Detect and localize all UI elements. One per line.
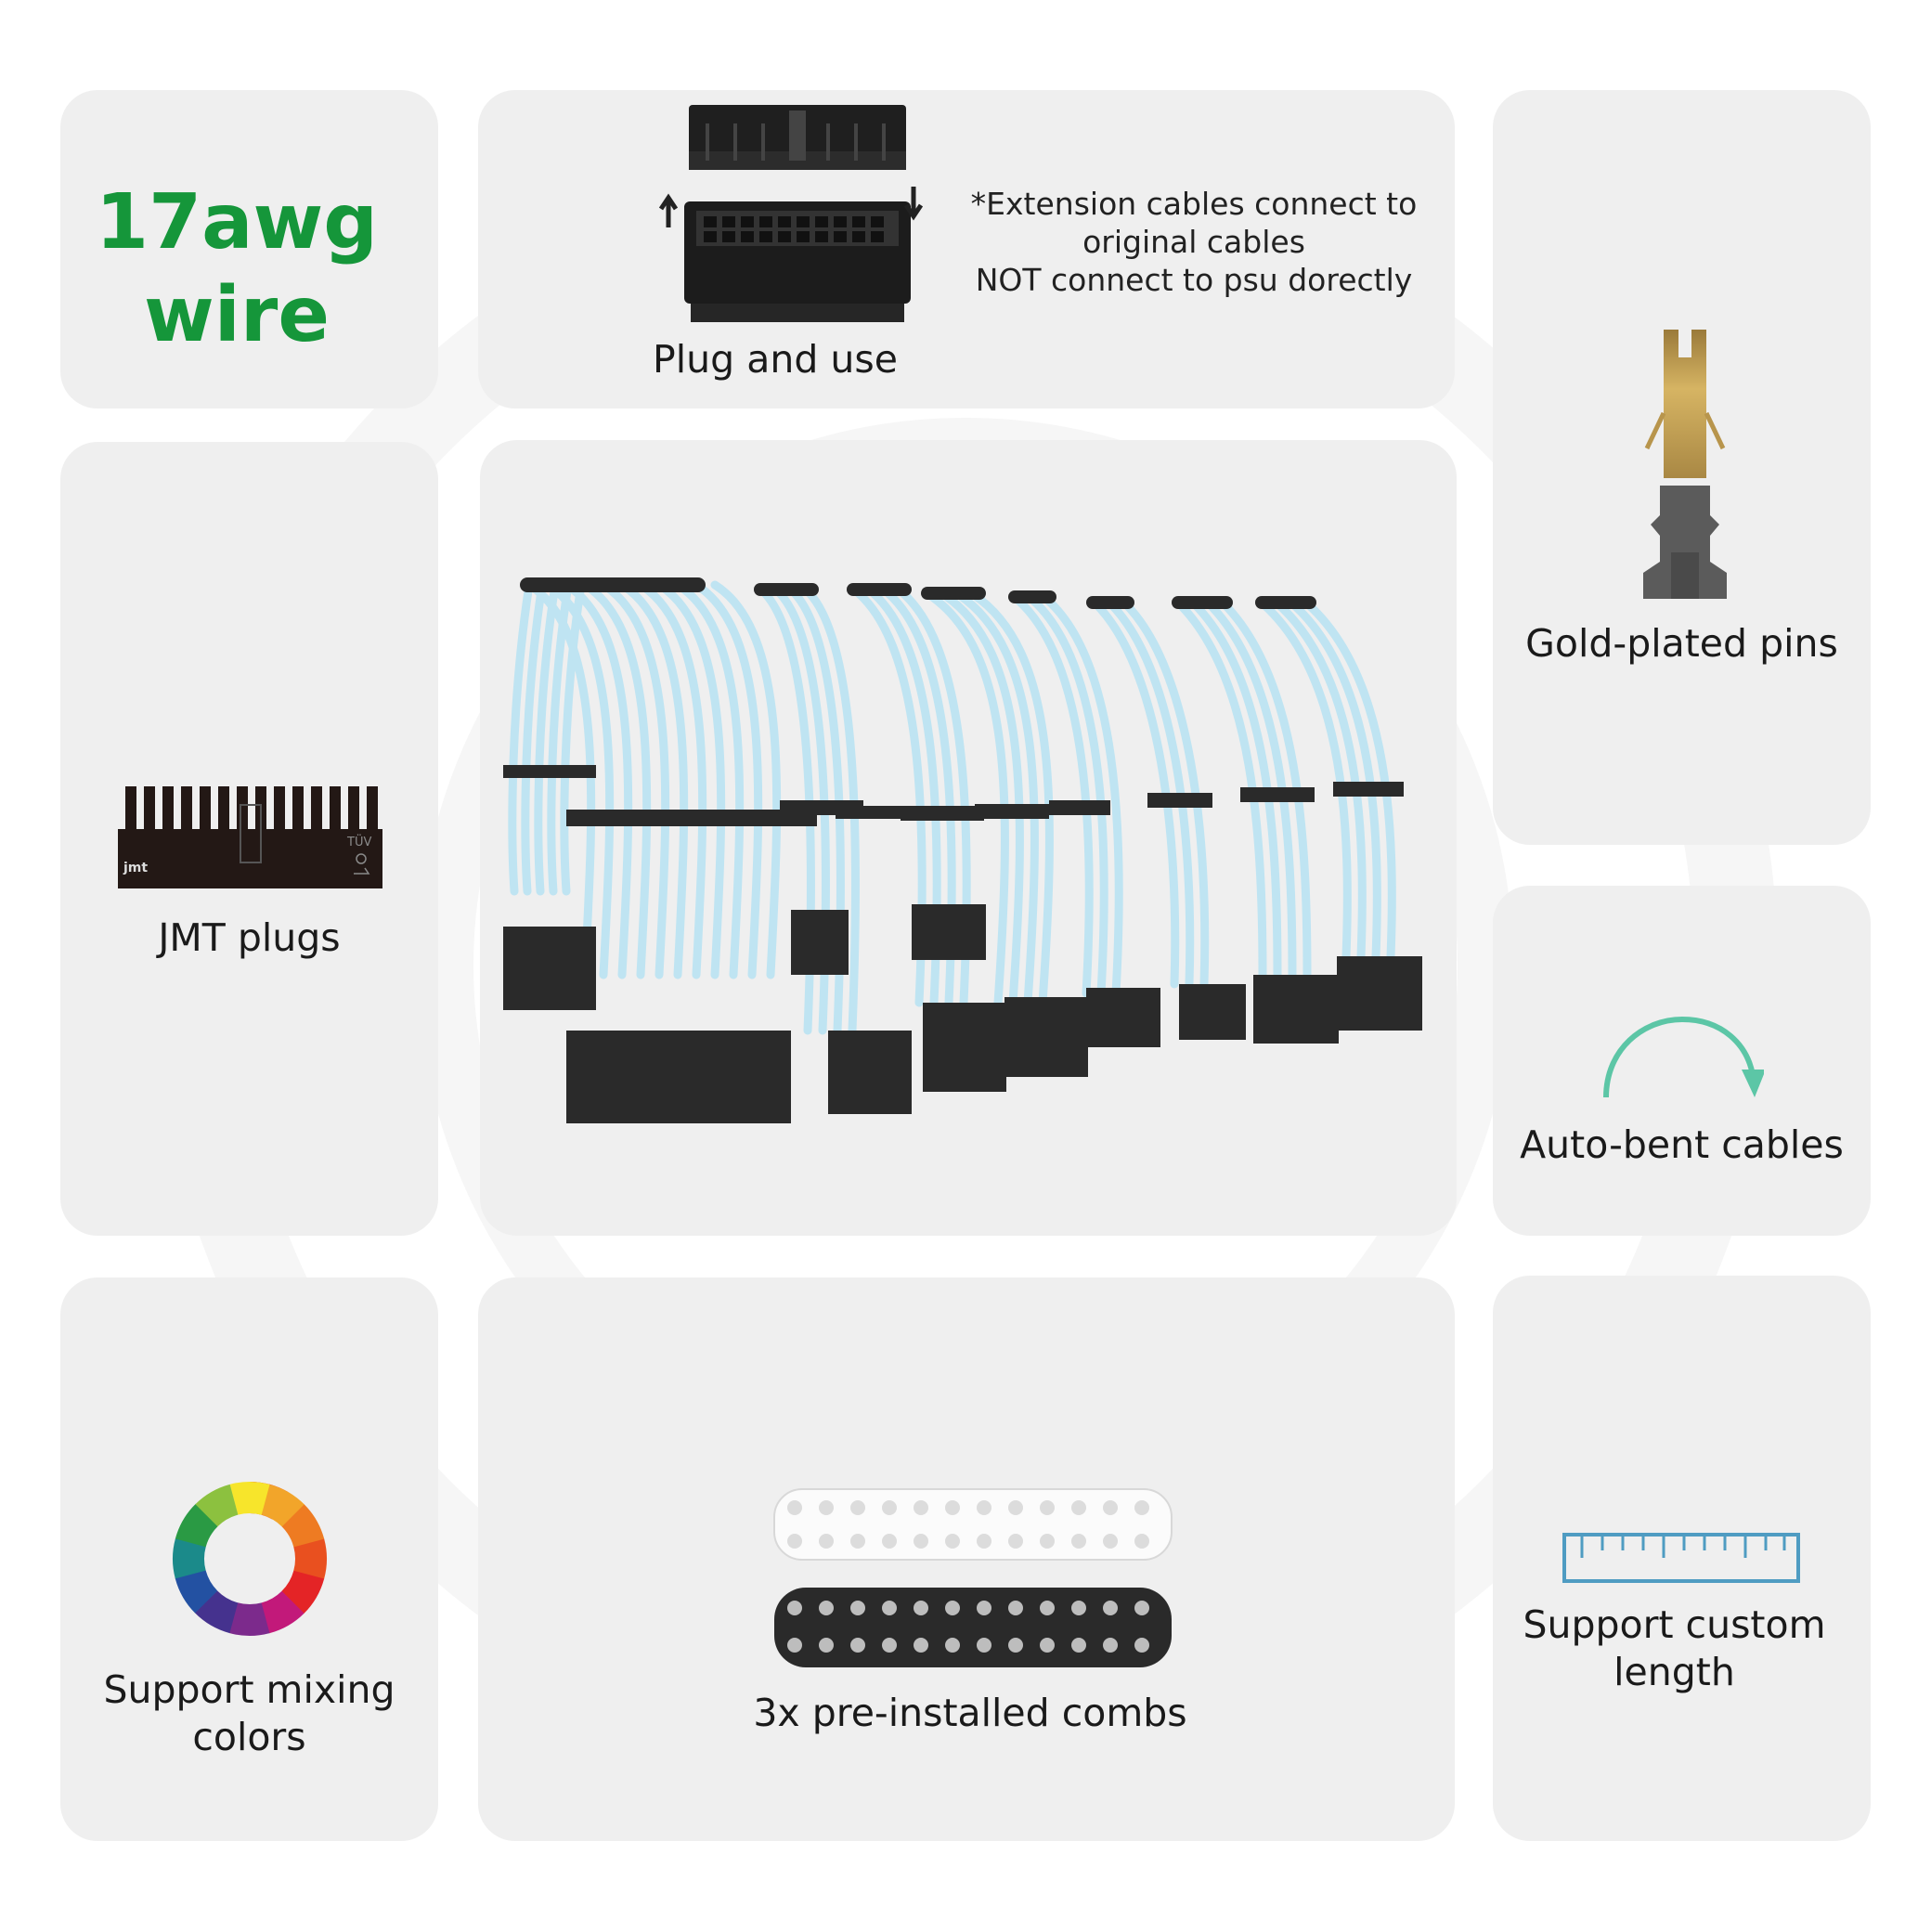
plug-note-line1: *Extension cables connect to <box>970 186 1418 222</box>
custom-length-line2: length <box>1613 1650 1735 1695</box>
gold-pin-icon <box>1643 330 1727 599</box>
curved-arrow-icon <box>1603 1016 1764 1098</box>
custom-length-label: Support custom length <box>1485 1601 1863 1697</box>
connector-icon <box>658 105 924 322</box>
card-plug-and-use <box>478 90 1455 408</box>
custom-length-line1: Support custom <box>1523 1602 1826 1647</box>
plug-note-line2: original cables <box>1082 223 1305 260</box>
card-custom-length <box>1493 1276 1871 1841</box>
mixing-colors-line2: colors <box>192 1715 306 1760</box>
card-auto-bent <box>1493 886 1871 1236</box>
wire-gauge-title: 17awg wire <box>60 176 413 362</box>
plug-note: *Extension cables connect to original ca… <box>962 186 1426 300</box>
auto-bent-label: Auto-bent cables <box>1520 1122 1844 1167</box>
mixing-colors-label: Support mixing colors <box>60 1666 438 1762</box>
cable-comb-icon <box>773 1488 1173 1667</box>
tuv-mark: TÜV <box>346 834 371 849</box>
jmt-connector-icon: jmt TÜV <box>118 786 382 888</box>
ruler-icon <box>1562 1533 1800 1583</box>
plug-note-line3: NOT connect to psu dorectly <box>975 261 1413 298</box>
wire-gauge-line1: 17awg <box>96 178 378 266</box>
gold-pins-label: Gold-plated pins <box>1525 621 1838 666</box>
jmt-plugs-label: JMT plugs <box>158 915 341 960</box>
card-mixing-colors <box>60 1277 438 1841</box>
mixing-colors-line1: Support mixing <box>103 1667 395 1712</box>
jmt-logo: jmt <box>123 861 148 875</box>
cable-kit-image <box>503 577 1422 1123</box>
wire-gauge-line2: wire <box>144 271 330 360</box>
combs-label: 3x pre-installed combs <box>753 1691 1187 1735</box>
plug-and-use-label: Plug and use <box>653 337 898 382</box>
card-wire-gauge <box>60 90 438 408</box>
color-wheel-icon <box>173 1482 327 1636</box>
